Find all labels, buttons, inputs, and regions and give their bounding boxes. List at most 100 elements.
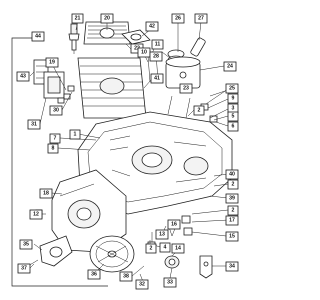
callout-44-label: 44 (35, 34, 41, 40)
mounting-bracket (199, 255, 213, 279)
svg-text:11: 11 (155, 42, 161, 48)
svg-text:7: 7 (54, 136, 57, 142)
svg-text:2: 2 (232, 182, 235, 188)
callout-2-right[interactable]: 2 (227, 179, 239, 190)
head-gasket (121, 29, 151, 45)
callout-11[interactable]: 11 (151, 39, 164, 50)
svg-text:27: 27 (198, 16, 204, 22)
svg-text:12: 12 (33, 212, 39, 218)
svg-text:32: 32 (139, 282, 145, 288)
callout-2-bottom[interactable]: 2 (145, 243, 157, 254)
svg-text:40: 40 (229, 172, 235, 178)
svg-text:10: 10 (141, 50, 147, 56)
svg-text:33: 33 (167, 280, 173, 286)
callout-1[interactable]: 1 (69, 129, 81, 140)
callout-38[interactable]: 38 (119, 271, 133, 282)
callout-39[interactable]: 39 (225, 193, 239, 204)
svg-text:34: 34 (229, 264, 235, 270)
spark-plug (68, 23, 80, 54)
svg-text:20: 20 (104, 16, 110, 22)
svg-text:18: 18 (43, 191, 49, 197)
svg-text:5: 5 (232, 114, 235, 120)
piston (165, 56, 201, 89)
callout-12[interactable]: 12 (29, 209, 43, 220)
callout-27[interactable]: 27 (194, 13, 208, 24)
callout-35[interactable]: 35 (19, 239, 33, 250)
svg-text:3: 3 (232, 106, 235, 112)
svg-text:24: 24 (227, 64, 233, 70)
callout-31[interactable]: 31 (27, 119, 41, 130)
svg-text:26: 26 (175, 16, 181, 22)
svg-text:41: 41 (154, 76, 160, 82)
svg-text:30: 30 (53, 108, 59, 114)
cylinder-barrel (77, 57, 147, 119)
callout-10[interactable]: 10 (137, 47, 151, 58)
callout-41[interactable]: 41 (150, 73, 164, 84)
callout-2[interactable]: 2 (193, 105, 205, 116)
svg-text:2: 2 (198, 108, 201, 114)
callout-7[interactable]: 7 (49, 133, 61, 144)
callout-36[interactable]: 36 (87, 269, 101, 280)
callout-40[interactable]: 40 (225, 169, 239, 180)
callout-19[interactable]: 19 (45, 57, 59, 68)
magneto-cover (39, 235, 73, 267)
callout-33[interactable]: 33 (163, 277, 177, 288)
callout-13[interactable]: 13 (155, 229, 169, 240)
callout-9[interactable]: 9 (227, 93, 239, 104)
callout-5[interactable]: 5 (227, 111, 239, 122)
callout-15[interactable]: 15 (225, 231, 239, 242)
svg-text:35: 35 (23, 242, 29, 248)
callout-20[interactable]: 20 (100, 13, 114, 24)
callout-43[interactable]: 43 (16, 71, 30, 82)
svg-text:2: 2 (232, 208, 235, 214)
callout-21[interactable]: 21 (71, 13, 84, 24)
svg-text:14: 14 (175, 246, 181, 252)
callout-14[interactable]: 14 (171, 243, 185, 254)
callout-16[interactable]: 16 (167, 219, 181, 230)
svg-text:9: 9 (232, 96, 235, 102)
callout-30[interactable]: 30 (49, 105, 63, 116)
cylinder-head (83, 21, 131, 45)
svg-text:6: 6 (232, 124, 235, 130)
svg-text:43: 43 (20, 74, 26, 80)
crankcase-cover (51, 169, 127, 253)
callout-2-lower[interactable]: 2 (227, 205, 239, 216)
svg-text:28: 28 (153, 54, 159, 60)
callout-32[interactable]: 32 (135, 279, 149, 290)
exploded-parts-diagram: 44 (11, 13, 239, 290)
svg-text:2: 2 (150, 246, 153, 252)
svg-text:38: 38 (123, 274, 129, 280)
piston-pin (190, 37, 206, 57)
callout-44[interactable]: 44 (31, 31, 45, 42)
svg-text:42: 42 (149, 24, 155, 30)
svg-text:17: 17 (229, 218, 235, 224)
callout-25[interactable]: 25 (225, 83, 239, 94)
callout-17[interactable]: 17 (225, 215, 239, 226)
callout-8[interactable]: 8 (47, 143, 59, 154)
svg-text:21: 21 (75, 16, 81, 22)
svg-text:13: 13 (159, 232, 165, 238)
svg-text:8: 8 (52, 146, 55, 152)
callout-4[interactable]: 4 (159, 242, 171, 253)
svg-text:23: 23 (183, 86, 189, 92)
callout-42[interactable]: 42 (145, 21, 159, 32)
svg-text:4: 4 (164, 245, 167, 251)
svg-text:15: 15 (229, 234, 235, 240)
callout-37[interactable]: 37 (17, 263, 31, 274)
callout-24[interactable]: 24 (223, 61, 237, 72)
callout-18[interactable]: 18 (39, 188, 53, 199)
svg-text:1: 1 (74, 132, 77, 138)
svg-text:22: 22 (134, 46, 140, 52)
svg-text:36: 36 (91, 272, 97, 278)
intake-manifold (43, 71, 65, 99)
svg-text:39: 39 (229, 196, 235, 202)
svg-text:37: 37 (21, 266, 27, 272)
callout-6[interactable]: 6 (227, 121, 239, 132)
callout-26[interactable]: 26 (171, 13, 185, 24)
shaft-collar (164, 255, 180, 269)
callout-28[interactable]: 28 (149, 51, 163, 62)
svg-text:25: 25 (229, 86, 235, 92)
callout-34[interactable]: 34 (225, 261, 239, 272)
callout-23[interactable]: 23 (179, 83, 193, 94)
svg-text:16: 16 (171, 222, 177, 228)
